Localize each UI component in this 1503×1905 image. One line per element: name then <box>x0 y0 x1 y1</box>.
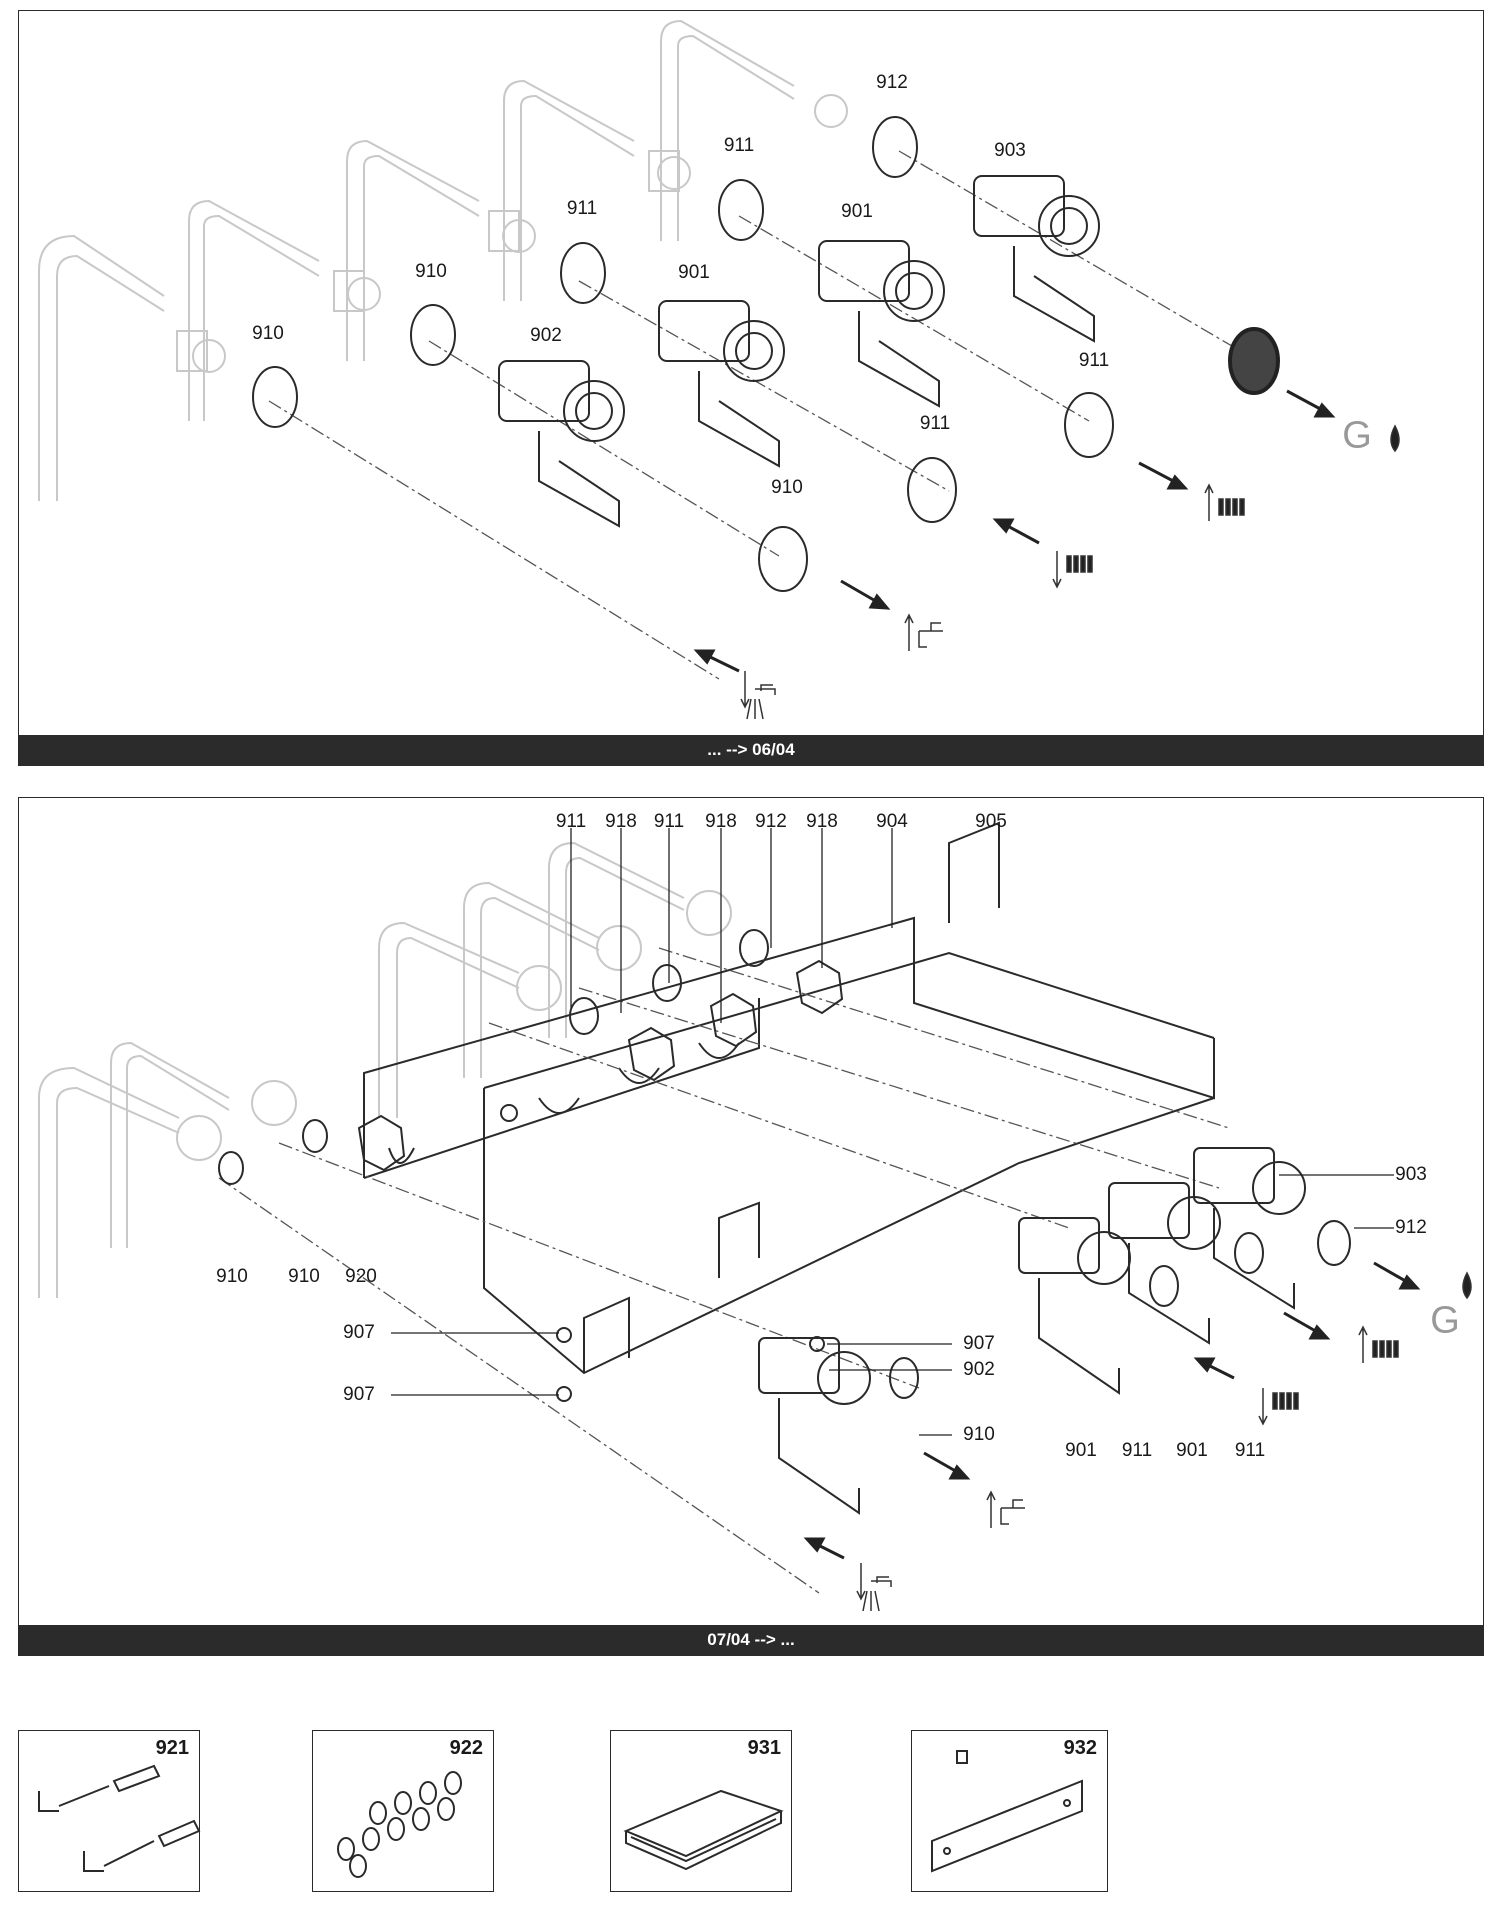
version-range-footer: ... --> 06/04 <box>19 735 1483 765</box>
part-label: 905 <box>975 811 1007 832</box>
part-label: 901 <box>1176 1440 1208 1461</box>
part-label: 918 <box>605 811 637 832</box>
part-label: 903 <box>994 140 1026 161</box>
part-label: 910 <box>771 477 803 498</box>
part-label: 911 <box>566 198 598 219</box>
part-label: 918 <box>806 811 838 832</box>
accessory-box-seals: 922 <box>312 1730 494 1892</box>
part-label: 911 <box>1234 1440 1266 1461</box>
part-label: 920 <box>345 1266 377 1287</box>
leader-lines <box>391 828 1394 1436</box>
part-label: 901 <box>1065 1440 1097 1461</box>
mounting-plate-icon <box>931 1750 1083 1873</box>
part-label: 910 <box>415 261 447 282</box>
part-label: 911 <box>919 413 951 434</box>
ball-valves <box>758 1147 1306 1515</box>
exploded-view-panel-bottom: G 911 918 911 918 912 918 904 905 903 91… <box>18 797 1484 1656</box>
radiator-arrow-down-icon <box>1258 1388 1299 1426</box>
gas-symbol-letter: G <box>1430 1299 1460 1342</box>
media-symbols <box>740 424 1400 720</box>
radiator-arrow-up-icon <box>1204 483 1245 521</box>
exploded-view-panel-top: G 912 911 903 911 901 910 901 910 902 91… <box>18 10 1484 766</box>
part-label: 902 <box>530 325 562 346</box>
part-label: 907 <box>343 1384 375 1405</box>
accessory-box-manual: 931 <box>610 1730 792 1892</box>
ball-valves <box>498 175 1100 528</box>
part-label: 911 <box>555 811 587 832</box>
sealing-rings-and-nuts <box>218 929 1351 1399</box>
radiator-arrow-down-icon <box>1052 551 1093 589</box>
axis-lines <box>218 947 1230 1594</box>
pipe-outline-group <box>38 19 848 501</box>
tap-arrow-up-icon <box>904 613 943 651</box>
flame-icon <box>1390 424 1400 453</box>
part-label: 907 <box>963 1333 995 1354</box>
accessory-box-wall-plugs: 921 <box>18 1730 201 1892</box>
axis-lines <box>268 150 1250 680</box>
accessory-number: 931 <box>747 1737 781 1759</box>
part-label: 910 <box>216 1266 248 1287</box>
part-label: 903 <box>1395 1164 1427 1185</box>
flame-icon <box>1462 1271 1472 1300</box>
part-label: 911 <box>1078 350 1110 371</box>
accessory-number: 921 <box>155 1737 189 1759</box>
flow-arrows <box>803 1261 1421 1560</box>
accessory-number: 922 <box>449 1737 483 1759</box>
accessory-box-mounting-plate: 932 <box>911 1730 1108 1892</box>
part-label: 910 <box>252 323 284 344</box>
part-label: 902 <box>963 1359 995 1380</box>
part-label: 911 <box>653 811 685 832</box>
flow-arrows <box>693 389 1336 673</box>
part-label: 910 <box>963 1424 995 1445</box>
screws <box>556 1327 825 1402</box>
mounting-bracket <box>363 821 1215 1375</box>
tap-arrow-up-icon <box>986 1490 1025 1528</box>
accessory-number: 932 <box>1063 1737 1097 1759</box>
sealing-rings <box>252 116 1280 592</box>
part-label: 907 <box>343 1322 375 1343</box>
part-label: 904 <box>876 811 908 832</box>
gas-symbol-letter: G <box>1342 414 1372 457</box>
part-label: 912 <box>1395 1217 1427 1238</box>
manual-booklet-icon <box>623 1789 784 1871</box>
version-range-footer: 07/04 --> ... <box>19 1625 1483 1655</box>
part-label: 912 <box>755 811 787 832</box>
bottom-panel-drawing <box>38 821 1472 1612</box>
wall-plug-screw-hook-icon <box>38 1764 201 1872</box>
part-label: 901 <box>841 201 873 222</box>
shower-arrow-down-icon <box>740 671 776 720</box>
top-panel-drawing <box>38 19 1400 720</box>
part-label: 901 <box>678 262 710 283</box>
part-label: 912 <box>876 72 908 93</box>
media-symbols <box>856 1271 1472 1612</box>
radiator-arrow-up-icon <box>1358 1325 1399 1363</box>
part-label: 910 <box>288 1266 320 1287</box>
seal-rings-icon <box>337 1771 462 1878</box>
part-label: 911 <box>1121 1440 1153 1461</box>
shower-arrow-down-icon <box>856 1563 892 1612</box>
part-label: 918 <box>705 811 737 832</box>
part-label: 911 <box>723 135 755 156</box>
pipe-outline-group <box>38 841 732 1298</box>
